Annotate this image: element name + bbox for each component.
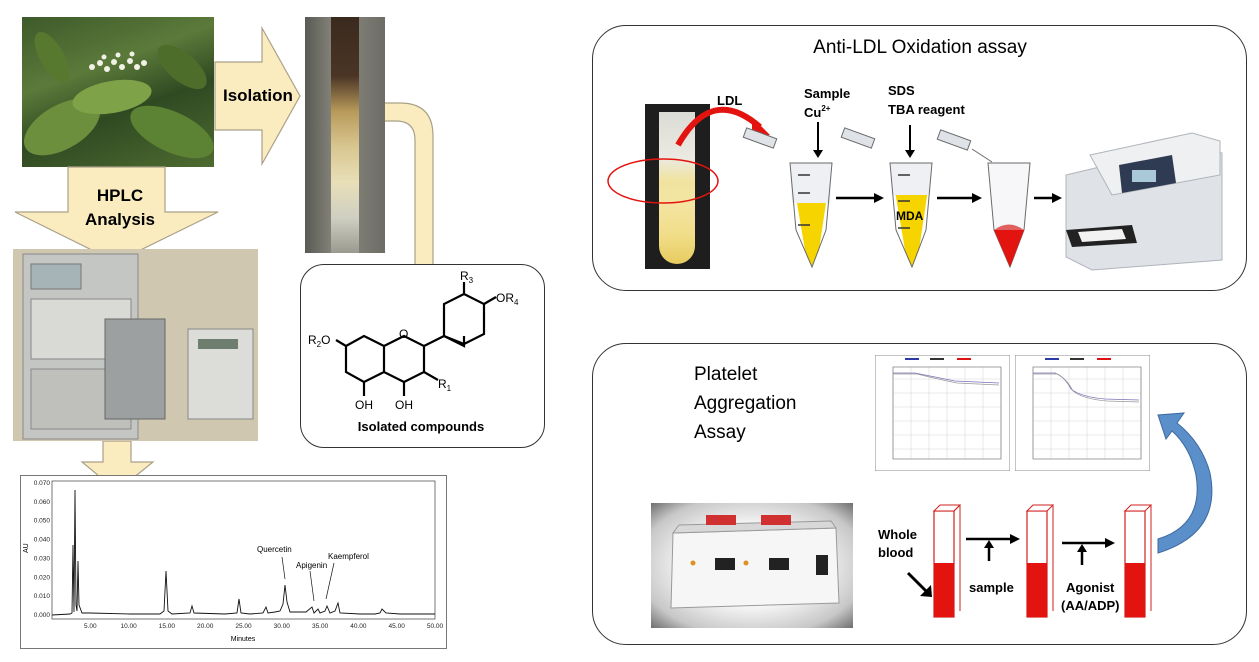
platelet-panel-title: Platelet Aggregation Assay	[694, 360, 796, 447]
mda-label: MDA	[896, 209, 924, 223]
structure-box	[300, 264, 545, 448]
hplc-instrument-illustration	[13, 249, 258, 441]
chromatogram-y-tick: 0.060	[34, 499, 51, 506]
structure-or4: OR4	[496, 291, 519, 307]
structure-r1: R1	[438, 377, 452, 393]
peak-label-apigenin: Apigenin	[296, 561, 327, 570]
chromatogram-x-tick: 50.00	[427, 623, 444, 630]
blue-curved-arrow	[1157, 412, 1213, 554]
platelet-flow-illustration: Whole blood sample Agonist (AA/ADP)	[878, 412, 1213, 618]
chromatogram-frame	[20, 475, 447, 649]
hplc-label-line1: HPLC	[96, 186, 144, 205]
chromatogram-y-tick: 0.070	[34, 480, 51, 487]
aggregometer-photo	[651, 503, 853, 628]
cu-label: Cu2+	[804, 104, 831, 120]
chromatogram-y-tick: 0.000	[34, 612, 51, 619]
cuvette-1	[932, 504, 962, 618]
ldl-red-arrow	[675, 106, 762, 147]
isolation-label: Isolation	[223, 86, 293, 105]
hplc-label-line2: Analysis	[85, 210, 155, 229]
plant-leaves-illustration	[24, 32, 214, 159]
sample-label: Sample	[804, 86, 850, 101]
chromatogram-y-tick: 0.010	[34, 593, 51, 600]
chromatogram-x-tick: 20.00	[197, 623, 214, 630]
ldl-band-circle	[607, 158, 719, 204]
chromatogram-x-tick: 35.00	[312, 623, 329, 630]
chromatogram-x-tick: 40.00	[350, 623, 367, 630]
ldl-panel-title: Anti-LDL Oxidation assay	[813, 37, 1027, 58]
structure-r2o: R2O	[308, 333, 330, 349]
flow-arrows	[14, 25, 449, 492]
aggregometer-illustration	[670, 515, 840, 609]
chromatogram-y-tick: 0.050	[34, 518, 51, 525]
tube-3	[936, 129, 1031, 269]
hplc-arrow	[14, 166, 219, 263]
structure-r3: R3	[460, 269, 474, 285]
structure-oh2: OH	[395, 398, 413, 412]
ldl-tube-photo	[645, 104, 710, 269]
chromatogram-x-tick: 45.00	[389, 623, 406, 630]
chromatogram-y-tick: 0.040	[34, 537, 51, 544]
tube-2	[840, 125, 933, 269]
peak-label-kaempferol: Kaempferol	[328, 552, 369, 561]
sds-label: SDS	[888, 83, 915, 98]
whole-blood-line1: Whole	[878, 527, 917, 542]
platelet-title-line1: Platelet	[694, 364, 758, 385]
agonist-detail: (AA/ADP)	[1061, 598, 1120, 613]
chromatogram-x-tick: 5.00	[84, 623, 97, 630]
platelet-title-line3: Assay	[694, 422, 746, 443]
aggregation-graph-2	[1015, 355, 1150, 471]
platelet-title-line2: Aggregation	[694, 393, 797, 414]
chromatogram-x-tick: 30.00	[274, 623, 291, 630]
chromatogram-y-tick: 0.030	[34, 555, 51, 562]
plant-photo	[22, 17, 214, 167]
tba-label: TBA reagent	[888, 102, 965, 117]
sample-step-label: sample	[969, 580, 1014, 595]
peak-label-quercetin: Quercetin	[257, 545, 292, 554]
ldl-tube	[659, 112, 695, 264]
column-photo	[305, 17, 385, 253]
aggregation-graph-1	[875, 355, 1010, 471]
cuvette-2	[1025, 504, 1055, 618]
quercetin-leader	[281, 556, 286, 580]
chromatogram-x-label: Minutes	[231, 636, 256, 643]
ldl-label: LDL	[717, 93, 742, 108]
hplc-instrument-photo	[13, 249, 258, 441]
tube-1	[742, 122, 833, 269]
plate-reader	[1065, 132, 1223, 271]
structure-ring-o: O	[399, 327, 408, 341]
hplc-label: HPLC Analysis	[70, 184, 170, 232]
whole-blood-line2: blood	[878, 545, 913, 560]
column-tube	[331, 17, 359, 253]
chromatogram-trace	[51, 489, 435, 616]
chromatogram-x-tick: 25.00	[235, 623, 252, 630]
chromatogram-y-label: AU	[23, 543, 30, 553]
chromatogram-x-tick: 10.00	[120, 623, 137, 630]
isolated-compounds-label: Isolated compounds	[358, 419, 484, 434]
chromatogram-x-tick: 15.00	[159, 623, 176, 630]
structure-oh1: OH	[355, 398, 373, 412]
isolated-compound-structure: R3 OR4 R2O O R1 OH OH Isolated compounds	[308, 269, 519, 434]
agonist-label: Agonist	[1066, 580, 1115, 595]
chromatogram-y-tick: 0.020	[34, 574, 51, 581]
ldl-assay-illustration: LDL Sample Cu2+ SDS TBA reagent MDA	[607, 83, 1223, 271]
chromatogram: 0.070 0.060 0.050 0.040 0.030 0.020 0.010 0.000…	[23, 480, 444, 643]
cuvette-3	[1123, 504, 1153, 618]
apigenin-leader	[309, 570, 315, 602]
kaempferol-leader	[325, 562, 335, 600]
isolation-arrow	[214, 25, 301, 167]
